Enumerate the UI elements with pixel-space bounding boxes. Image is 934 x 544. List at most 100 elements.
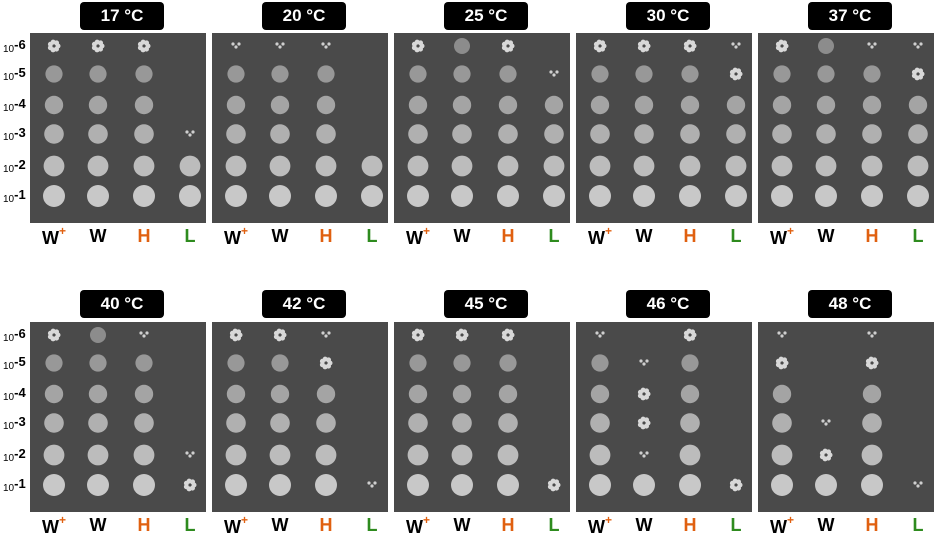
colony-sparse xyxy=(185,451,189,455)
colony-sparse xyxy=(870,45,874,49)
strain-name: L xyxy=(184,226,196,246)
strain-label: H xyxy=(311,515,341,536)
colony-spot xyxy=(772,413,792,433)
colony-sparse xyxy=(642,454,646,458)
plate-spots xyxy=(225,328,377,496)
colony-spot xyxy=(589,155,611,177)
colony-sparse xyxy=(916,45,920,49)
colony-cluster xyxy=(782,40,788,46)
colony-cluster xyxy=(554,479,560,485)
colony-sparse xyxy=(645,359,649,363)
colony-spot xyxy=(43,155,65,177)
dilution-exponent: -5 xyxy=(14,65,26,80)
colony-spot xyxy=(590,124,610,144)
colony-spot xyxy=(133,444,155,466)
strain-label: H xyxy=(311,226,341,247)
colony-spot xyxy=(861,444,883,466)
dilution-label: 10-6 xyxy=(3,37,29,55)
colony-sparse xyxy=(827,419,831,423)
colony-spot xyxy=(589,474,611,496)
colony-spot xyxy=(635,65,653,83)
strain-label: W+ xyxy=(585,224,615,249)
strain-label: W+ xyxy=(221,513,251,538)
colony-spot xyxy=(43,185,65,207)
colony-spot xyxy=(908,124,928,144)
colony-spot xyxy=(591,65,609,83)
dilution-exponent: -1 xyxy=(14,476,26,491)
colony-spot xyxy=(908,95,928,115)
colony-sparse xyxy=(731,42,735,46)
colony-sparse xyxy=(321,42,325,46)
colony-sparse xyxy=(870,334,874,338)
temperature-label: 48 °C xyxy=(808,290,892,318)
colony-cluster xyxy=(782,357,788,363)
colony-spot xyxy=(88,413,108,433)
temperature-label: 40 °C xyxy=(80,290,164,318)
strain-label: W xyxy=(265,226,295,247)
colony-cluster xyxy=(418,40,424,46)
colony-cluster xyxy=(418,329,424,335)
colony-spot xyxy=(227,354,245,372)
colony-spot xyxy=(316,124,336,144)
colony-spot xyxy=(725,185,747,207)
dilution-base: 10 xyxy=(3,132,15,143)
colony-spot xyxy=(681,65,699,83)
strain-label: H xyxy=(129,515,159,536)
colony-spot xyxy=(315,444,337,466)
dilution-label: 10-1 xyxy=(3,476,29,494)
strain-label: L xyxy=(721,515,751,536)
colony-spot xyxy=(89,354,107,372)
colony-spot xyxy=(633,185,655,207)
colony-spot xyxy=(679,185,701,207)
colony-spot xyxy=(133,474,155,496)
colony-cluster xyxy=(508,329,514,335)
colony-spot xyxy=(270,95,290,115)
strain-name: W xyxy=(223,228,241,248)
colony-spot xyxy=(271,354,289,372)
colony-spot xyxy=(454,38,470,54)
colony-spot xyxy=(407,444,429,466)
colony-spot xyxy=(498,95,518,115)
dilution-label: 10-4 xyxy=(3,96,29,114)
colony-cluster xyxy=(273,334,279,340)
colony-cluster xyxy=(637,45,643,51)
strain-label: H xyxy=(493,515,523,536)
dilution-base: 10 xyxy=(3,44,15,55)
colony-spot xyxy=(227,65,245,83)
strain-label: L xyxy=(357,515,387,536)
strain-name: H xyxy=(501,226,515,246)
colony-spot xyxy=(44,95,64,115)
colony-sparse xyxy=(188,133,192,137)
strain-label: W+ xyxy=(767,513,797,538)
strain-label: H xyxy=(129,226,159,247)
strain-label: L xyxy=(903,226,933,247)
colony-spot xyxy=(861,155,883,177)
colony-spot xyxy=(590,95,610,115)
strain-name: H xyxy=(137,515,151,535)
colony-spot xyxy=(409,354,427,372)
dilution-base: 10 xyxy=(3,421,15,432)
colony-spot xyxy=(497,155,519,177)
strain-label: W+ xyxy=(767,224,797,249)
strain-name: W xyxy=(405,228,423,248)
colony-spot xyxy=(407,474,429,496)
strain-superscript: + xyxy=(58,513,66,527)
colony-sparse xyxy=(867,42,871,46)
colony-sparse xyxy=(873,331,877,335)
colony-spot xyxy=(862,384,882,404)
colony-spot xyxy=(134,384,154,404)
colony-sparse xyxy=(234,45,238,49)
dilution-exponent: -6 xyxy=(14,37,26,52)
colony-spot xyxy=(772,384,792,404)
plate-spots xyxy=(225,42,383,207)
strain-superscript: + xyxy=(786,513,794,527)
colony-spot xyxy=(179,185,201,207)
colony-cluster xyxy=(775,45,781,51)
colony-sparse xyxy=(821,419,825,423)
colony-sparse xyxy=(370,484,374,488)
colony-cluster xyxy=(411,334,417,340)
strain-superscript: + xyxy=(422,224,430,238)
dilution-base: 10 xyxy=(3,361,15,372)
strain-name: W xyxy=(89,515,107,535)
dilution-exponent: -3 xyxy=(14,414,26,429)
